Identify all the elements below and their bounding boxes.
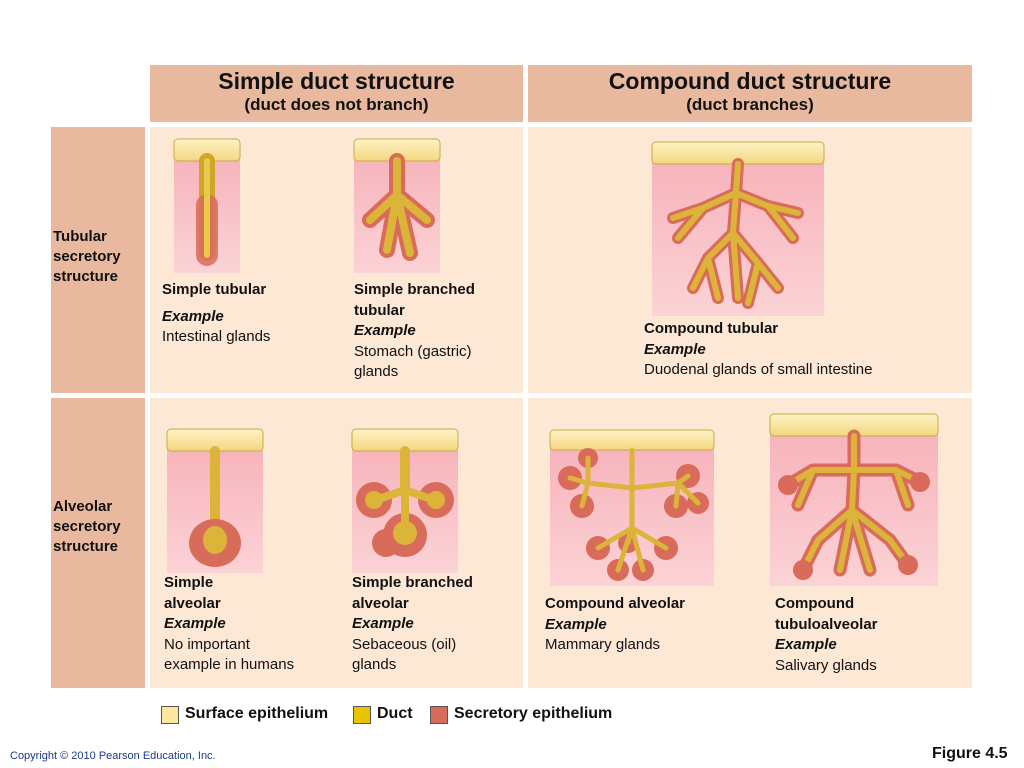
simple-duct-header: Simple duct structure (duct does not bra… xyxy=(150,65,523,122)
alveolar-row-label-line1: Alveolar xyxy=(53,498,113,515)
alveolar-row-label-line3: structure xyxy=(53,538,119,555)
gland-name: Compound tubular xyxy=(644,320,779,337)
legend-secretory-swatch xyxy=(430,706,448,724)
example-text: Duodenal glands of small intestine xyxy=(644,361,873,378)
gland-name: Compound alveolar xyxy=(545,595,686,612)
compound-duct-title: Compound duct structure xyxy=(608,68,892,94)
example-label: Example xyxy=(162,307,224,325)
example-text: Intestinal glands xyxy=(162,328,271,345)
example-label: Example xyxy=(164,615,226,632)
example-text-line1: Stomach (gastric) xyxy=(354,342,472,360)
simple-branched-alveolar-illustration xyxy=(351,428,459,573)
caption-simple-branched-tubular: Simple branched tubular Example Stomach … xyxy=(354,280,475,383)
simple-branched-tubular-illustration xyxy=(353,138,441,273)
caption-compound-tubuloalveolar: Compound tubuloalveolar Example Salivary… xyxy=(775,594,878,676)
tubular-row-label-line2: secretory xyxy=(53,248,121,265)
simple-duct-title: Simple duct structure xyxy=(218,68,455,94)
example-text-line1: Sebaceous (oil) xyxy=(352,635,457,653)
example-text: Salivary glands xyxy=(775,656,877,674)
caption-compound-tubular: Compound tubular Example Duodenal glands… xyxy=(644,319,872,381)
simple-duct-subtitle: (duct does not branch) xyxy=(244,95,429,114)
compound-alveolar-illustration xyxy=(549,429,715,586)
example-label: Example xyxy=(775,636,837,653)
caption-compound-alveolar: Compound alveolar Example Mammary glands xyxy=(545,594,685,656)
gland-name-line2: tubuloalveolar xyxy=(775,615,878,633)
legend-duct-swatch xyxy=(353,706,371,724)
gland-name-line2: tubular xyxy=(354,301,405,319)
example-label: Example xyxy=(644,340,706,358)
gland-name-line1: Simple xyxy=(164,574,214,591)
gland-name-line1: Compound xyxy=(775,595,855,612)
example-text-line2: glands xyxy=(354,363,399,380)
caption-simple-tubular: Simple tubular Example Intestinal glands xyxy=(162,280,270,348)
gland-name-line1: Simple branched xyxy=(354,281,475,298)
alveolar-row-label-line2: secretory xyxy=(53,518,121,535)
example-text: Mammary glands xyxy=(545,636,661,653)
legend-surface-label: Surface epithelium xyxy=(185,705,329,722)
example-text-line2: example in humans xyxy=(164,656,295,673)
tubular-row-label-line3: structure xyxy=(53,268,119,285)
alveolar-row-label: Alveolar secretory structure xyxy=(51,398,145,688)
gland-name-line1: Simple branched xyxy=(352,574,473,591)
gland-name-line2: alveolar xyxy=(352,594,409,612)
example-label: Example xyxy=(354,322,416,339)
simple-alveolar-illustration xyxy=(166,428,264,573)
legend-surface-swatch xyxy=(161,706,179,724)
compound-duct-header: Compound duct structure (duct branches) xyxy=(528,65,972,122)
caption-simple-branched-alveolar: Simple branched alveolar Example Sebaceo… xyxy=(352,573,473,676)
example-label: Example xyxy=(352,615,414,632)
legend-duct-label: Duct xyxy=(377,705,413,722)
simple-tubular-illustration xyxy=(173,138,241,273)
compound-tubular-illustration xyxy=(651,141,825,316)
tubular-row-label: Tubular secretory structure xyxy=(51,127,145,393)
example-text-line1: No important xyxy=(164,635,250,653)
caption-simple-alveolar: Simple alveolar Example No important exa… xyxy=(164,573,294,676)
example-text-line2: glands xyxy=(352,656,397,673)
figure-number: Figure 4.5 xyxy=(932,745,1008,762)
gland-name: Simple tubular xyxy=(162,281,267,298)
example-label: Example xyxy=(545,615,607,633)
legend-secretory-label: Secretory epithelium xyxy=(454,705,613,722)
compound-tubuloalveolar-illustration xyxy=(769,413,939,586)
compound-duct-subtitle: (duct branches) xyxy=(686,95,814,114)
copyright-text: Copyright © 2010 Pearson Education, Inc. xyxy=(10,750,216,762)
tubular-row-label-line1: Tubular xyxy=(53,228,107,245)
gland-name-line2: alveolar xyxy=(164,594,221,612)
